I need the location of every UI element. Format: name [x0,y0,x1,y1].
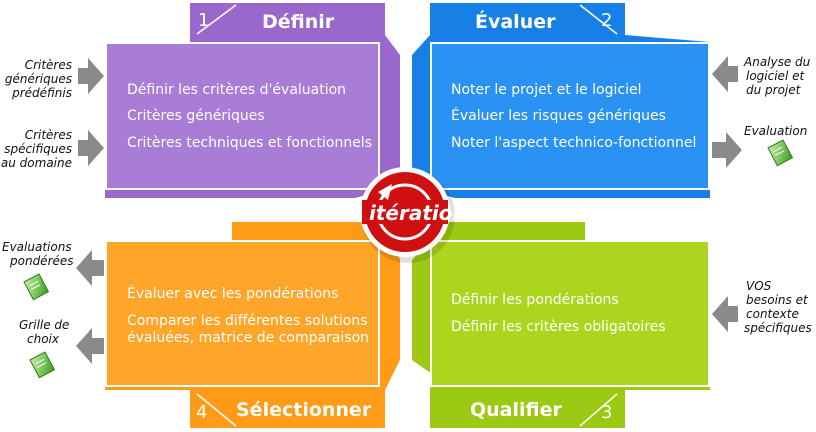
define-item-2: Critères génériques [127,108,265,124]
select-footer-tab [190,386,385,428]
quadrant-define: 1 Définir Définir les critères d'évaluat… [105,3,400,198]
domain-criteria-label-2: spécifiques [4,142,72,156]
choice-grid-label-2: choix [27,332,60,346]
document-icon [767,139,794,167]
document-icon [29,351,56,379]
evaluate-item-2: Évaluer les risques génériques [451,107,666,124]
generic-criteria-label-1: Critères [25,58,72,72]
define-number: 1 [198,10,209,31]
iteration-label: itération [369,201,467,225]
arrow-right-icon [712,132,742,168]
project-analysis-label-2: logiciel et [746,69,805,83]
generic-criteria-label-2: génériques [5,72,72,86]
arrow-left-icon [712,296,738,332]
evaluate-title: Évaluer [475,10,556,33]
evaluate-number: 2 [601,10,612,31]
select-item-1: Évaluer avec les pondérations [127,285,338,302]
qualify-panel [430,240,710,387]
qualify-title: Qualifier [470,399,562,421]
evaluate-header-tab [430,3,625,42]
quadrant-evaluate: Évaluer 2 Noter le projet et le logiciel… [412,3,710,198]
vos-needs-label-1: VOS [746,279,772,293]
define-title: Définir [262,11,335,33]
output-weighted-evaluations: Evaluations pondérées [2,240,104,301]
input-generic-criteria: Critères génériques prédéfinis [5,58,104,100]
iteration-badge: itération [360,167,467,263]
vos-needs-label-2: besoins et [746,293,809,307]
qualify-header-tab [430,222,585,240]
arrow-left-icon [76,250,104,286]
arrow-right-icon [78,130,104,166]
qualify-number: 3 [601,402,612,423]
quadrant-select: 4 Sélectionner Évaluer avec les pondérat… [105,222,400,428]
define-item-3: Critères techniques et fonctionnels [127,135,372,151]
project-analysis-label-3: du projet [746,83,802,97]
weighted-evaluations-label-1: Evaluations [2,240,72,254]
weighted-evaluations-label-2: pondérées [9,254,74,268]
evaluate-item-1: Noter le projet et le logiciel [451,82,641,98]
document-icon [23,273,50,301]
choice-grid-label-1: Grille de [19,318,69,332]
qualify-item-1: Définir les pondérations [451,292,619,308]
define-header-tab [190,3,385,42]
arrow-right-icon [78,58,104,94]
iteration-arrow-icon [378,184,392,200]
select-header-tab [232,222,400,240]
input-vos-needs: VOS besoins et contexte spécifiques [712,279,812,335]
select-number: 4 [196,402,207,423]
output-evaluation: Evaluation [712,124,807,168]
select-item-3: évaluées, matrice de comparaison [127,330,369,346]
select-title: Sélectionner [236,399,372,421]
project-analysis-label-1: Analyse du [743,55,811,69]
arrow-left-icon [76,328,104,364]
generic-criteria-label-3: prédéfinis [11,86,72,100]
output-choice-grid: Grille de choix [19,318,104,379]
arrow-left-icon [712,56,738,92]
evaluate-panel [430,42,710,190]
select-panel [105,240,380,387]
qualify-item-2: Définir les critères obligatoires [451,319,666,335]
select-item-2: Comparer les différentes solutions [127,313,368,329]
define-panel [105,42,380,190]
vos-needs-label-4: spécifiques [744,321,812,335]
input-domain-criteria: Critères spécifiques au domaine [1,128,104,170]
quadrant-qualify: Qualifier 3 Définir les pondérations Déf… [412,222,710,428]
evaluate-item-3: Noter l'aspect technico-fonctionnel [451,135,696,151]
domain-criteria-label-3: au domaine [1,156,72,170]
evaluation-output-label: Evaluation [744,124,807,138]
input-project-analysis: Analyse du logiciel et du projet [712,55,811,97]
define-item-1: Définir les critères d'évaluation [127,82,346,98]
qualify-footer-tab [430,386,625,428]
iteration-label-band [362,200,448,224]
domain-criteria-label-1: Critères [25,128,72,142]
vos-needs-label-3: contexte [746,307,799,321]
